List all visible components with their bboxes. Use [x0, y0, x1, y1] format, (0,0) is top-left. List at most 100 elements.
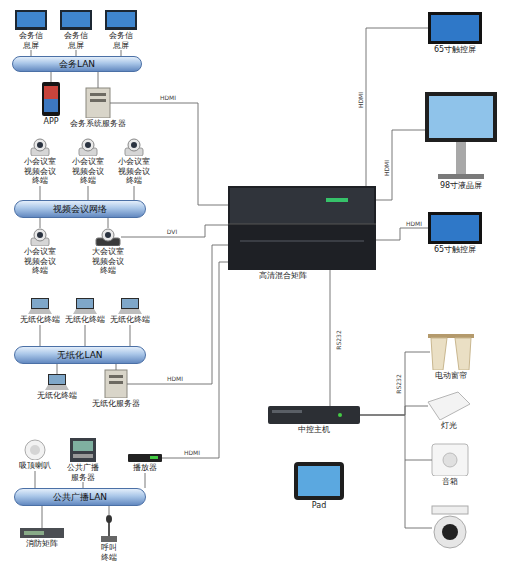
- server-icon: [86, 88, 110, 118]
- pad-icon: [294, 462, 344, 500]
- controller-icon: [268, 406, 360, 424]
- network-band: 无纸化LAN: [14, 346, 146, 364]
- network-band: 公共广播LAN: [14, 488, 146, 506]
- camera-icon: [102, 229, 114, 241]
- node-label: 灯光: [431, 420, 467, 431]
- controller-icon: [338, 413, 342, 417]
- curtain-icon: [455, 338, 471, 370]
- phone-icon: [44, 86, 58, 99]
- camera-icon: [37, 232, 43, 238]
- node-label: 小会议室视频会议终端: [71, 156, 105, 186]
- signal-connector: [108, 218, 109, 228]
- device-node: 消防矩阵: [20, 528, 64, 538]
- matrix-chassis: [228, 224, 376, 225]
- device-node: 无纸化服务器: [105, 370, 127, 398]
- camera-icon: [128, 139, 140, 151]
- camera-icon: [82, 139, 94, 151]
- device-node: 无纸化终端: [28, 298, 52, 314]
- laptop-icon: [49, 375, 65, 384]
- device-node: 无纸化终端: [73, 298, 97, 314]
- node-label: 小会议室视频会议终端: [23, 156, 57, 186]
- signal-label: DVI: [167, 228, 177, 235]
- camera-icon: [131, 142, 137, 148]
- signal-connector: [57, 364, 58, 374]
- node-label: 无纸化终端: [108, 314, 152, 325]
- server-icon: [105, 370, 127, 398]
- broadcast-server-icon: [73, 441, 93, 451]
- laptop-icon: [32, 299, 48, 308]
- signal-connector: [360, 406, 428, 415]
- device-node: 98寸液晶屏: [425, 92, 497, 180]
- node-label: APP: [36, 116, 66, 127]
- device-node: 小会议室视频会议终端: [30, 228, 50, 246]
- node-label: 播放器: [130, 462, 160, 473]
- node-label: 无纸化服务器: [90, 398, 142, 409]
- node-label: 无纸化LAN: [57, 349, 102, 362]
- node-label: 高清混合矩阵: [253, 270, 313, 281]
- node-label: 中控主机: [294, 424, 334, 435]
- node-label: 无纸化终端: [63, 314, 107, 325]
- node-label: 消防矩阵: [22, 538, 62, 549]
- signal-connector: [116, 364, 117, 370]
- node-label: 会务信息屏: [108, 30, 134, 50]
- signal-connector: [109, 506, 110, 516]
- signal-connector: [98, 72, 99, 88]
- signal-connector: [330, 270, 331, 406]
- signal-connector: [366, 28, 428, 186]
- broadcast-server-icon: [73, 454, 93, 458]
- ceiling-speaker-icon: [25, 440, 45, 460]
- camera-icon: [34, 229, 46, 241]
- signal-label: HDMI: [406, 220, 422, 227]
- player-icon: [150, 456, 158, 459]
- signal-connector: [360, 352, 430, 415]
- phone-icon: [44, 99, 58, 112]
- laptop-icon: [77, 299, 93, 308]
- broadcast-server-icon: [70, 438, 96, 462]
- device-node: 会务信息屏: [60, 10, 92, 30]
- device-node: 呼叫终端: [100, 516, 118, 542]
- device-node: 65寸触控屏: [428, 212, 482, 244]
- network-band: 会务LAN: [12, 56, 142, 72]
- device-node: APP: [42, 82, 60, 116]
- device-node: Pad: [294, 462, 344, 500]
- node-label: 视频会议网络: [53, 203, 107, 216]
- signal-connector: [51, 72, 52, 82]
- pad-icon: [298, 466, 340, 496]
- device-node: 会务信息屏: [15, 10, 47, 30]
- node-label: 会务信息屏: [63, 30, 89, 50]
- lcd-screen-icon: [429, 96, 493, 138]
- signal-label: HDMI: [184, 449, 200, 456]
- signal-connector: [376, 130, 425, 200]
- device-node: 播放器: [128, 454, 162, 462]
- node-label: 无纸化终端: [18, 314, 62, 325]
- camera-wire: [405, 460, 432, 528]
- player-icon: [128, 454, 162, 462]
- screen-icon: [105, 10, 137, 30]
- ptz-camera-icon: [432, 506, 468, 514]
- laptop-icon: [31, 298, 49, 309]
- device-node: 小会议室视频会议终端: [30, 138, 50, 156]
- server-icon: [109, 381, 123, 384]
- lcd-screen-icon: [438, 174, 484, 179]
- camera-icon: [37, 142, 43, 148]
- signal-label: HDMI: [160, 94, 176, 101]
- matrix-chassis: [326, 198, 348, 202]
- signal-label: HDMI: [383, 160, 390, 176]
- fire-matrix-icon: [20, 528, 64, 538]
- signal-connector: [376, 228, 428, 240]
- node-label: 电动窗帘: [433, 370, 469, 381]
- node-label: 音箱: [432, 476, 468, 487]
- device-node: 高清混合矩阵: [228, 186, 376, 270]
- light-icon: [428, 392, 470, 420]
- signal-label: HDMI: [167, 375, 183, 382]
- node-label: 吸顶喇叭: [17, 460, 53, 471]
- curtain-icon: [431, 338, 447, 370]
- matrix-chassis: [240, 240, 364, 242]
- touch-screen-icon: [428, 12, 482, 44]
- device-node: 灯光: [428, 392, 470, 420]
- node-label: 公共广播服务器: [66, 462, 100, 482]
- signal-connector: [162, 262, 228, 458]
- node-label: 呼叫终端: [100, 542, 118, 562]
- screen-icon: [62, 12, 90, 27]
- laptop-icon: [76, 298, 94, 309]
